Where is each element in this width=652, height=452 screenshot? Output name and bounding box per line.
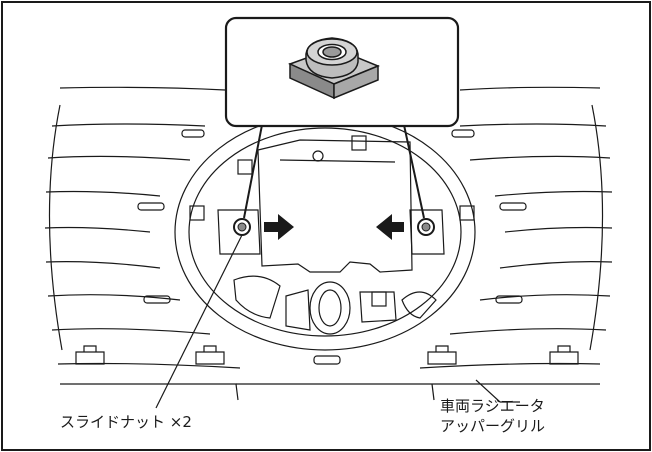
grille-label-line1: 車両ラジエータ [440, 397, 545, 415]
arrow-left-icon [376, 214, 404, 240]
slide-nut-closeup [288, 37, 380, 100]
arrow-right-icon [264, 214, 294, 240]
grille-label-line2: アッパーグリル [440, 417, 546, 435]
slide-nut-label: スライドナット ×2 [60, 413, 192, 431]
callout-leader-left [243, 124, 263, 219]
slide-nut-right [417, 218, 435, 236]
grille-label: 車両ラジエータ アッパーグリル [440, 396, 545, 436]
nut-label-leader [155, 234, 243, 409]
grille-label-leader [475, 379, 520, 403]
grille-illustration [44, 86, 613, 401]
slide-nut-left [233, 218, 251, 236]
callout-leader-right [403, 124, 425, 219]
